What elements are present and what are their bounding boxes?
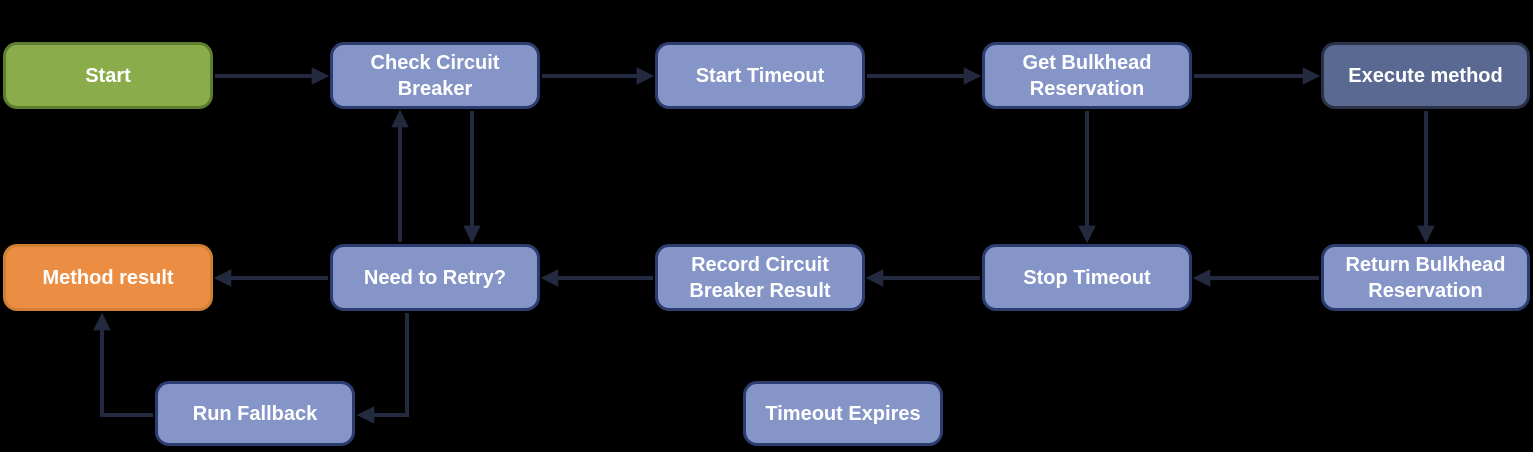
node-stop-timeout: Stop Timeout (982, 244, 1192, 311)
node-record-circuit-breaker-result-label: Record Circuit Breaker Result (689, 253, 831, 302)
node-execute-method: Execute method (1321, 42, 1530, 109)
node-get-bulkhead-reservation-label: Get Bulkhead Reservation (1022, 51, 1152, 100)
node-execute-method-label: Execute method (1348, 64, 1503, 87)
edge-run-fallback-to-method-result (93, 312, 153, 417)
node-check-circuit-breaker: Check Circuit Breaker (330, 42, 540, 109)
node-run-fallback-label: Run Fallback (192, 402, 318, 425)
node-start: Start (3, 42, 213, 109)
node-timeout-expires-label: Timeout Expires (765, 402, 921, 425)
edge-need-to-retry-to-run-fallback (356, 313, 409, 424)
node-start-label: Start (85, 64, 131, 87)
node-method-result-label: Method result (42, 266, 174, 289)
node-timeout-expires: Timeout Expires (743, 381, 943, 446)
node-start-timeout: Start Timeout (655, 42, 865, 109)
node-record-circuit-breaker-result: Record Circuit Breaker Result (655, 244, 865, 311)
node-method-result: Method result (3, 244, 213, 311)
node-get-bulkhead-reservation: Get Bulkhead Reservation (982, 42, 1192, 109)
node-need-to-retry: Need to Retry? (330, 244, 540, 311)
node-start-timeout-label: Start Timeout (695, 64, 825, 87)
node-check-circuit-breaker-label: Check Circuit Breaker (370, 51, 500, 100)
node-stop-timeout-label: Stop Timeout (1023, 266, 1151, 289)
node-need-to-retry-label: Need to Retry? (363, 266, 507, 289)
node-return-bulkhead-reservation-label: Return Bulkhead Reservation (1345, 253, 1506, 302)
node-run-fallback: Run Fallback (155, 381, 355, 446)
node-return-bulkhead-reservation: Return Bulkhead Reservation (1321, 244, 1530, 311)
